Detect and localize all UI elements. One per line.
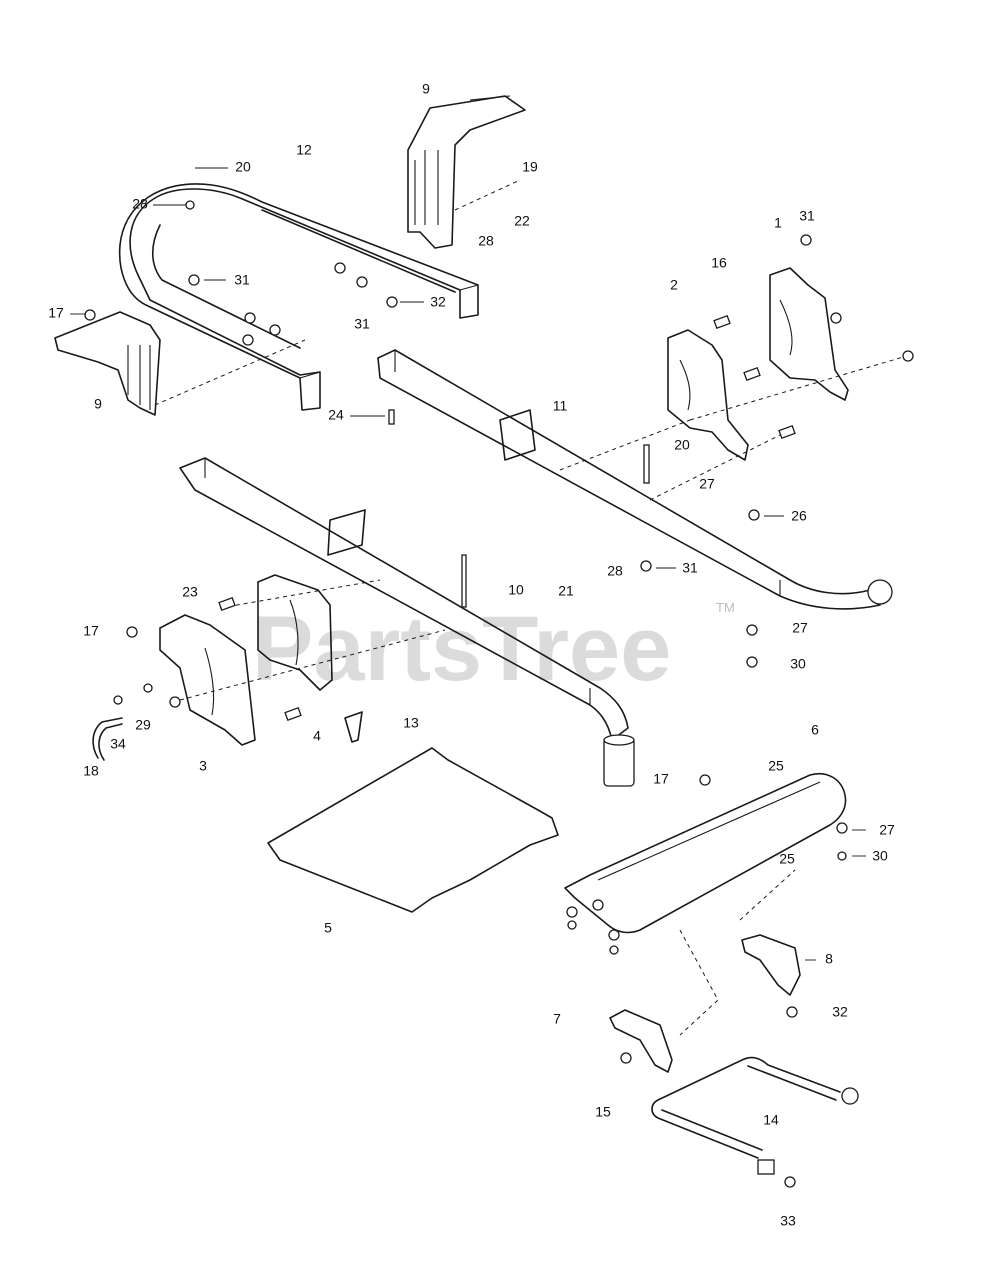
callout-12: 12 [296,142,312,158]
callout-24: 24 [328,407,344,423]
callout-32: 32 [832,1004,848,1020]
callout-27: 27 [879,822,895,838]
callouts: 9 12 20 19 28 22 28 1 31 16 2 31 32 17 3… [48,81,895,1229]
callout-8: 8 [825,951,833,967]
watermark-tm: TM [716,600,735,615]
callout-25: 25 [768,758,784,774]
callout-25: 25 [779,851,795,867]
callout-17: 17 [48,305,64,321]
assembly-lines [154,179,911,1036]
callout-14: 14 [763,1112,779,1128]
callout-2: 2 [670,277,678,293]
callout-20: 20 [674,437,690,453]
part-5-floor-pan [267,747,559,913]
callout-31: 31 [682,560,698,576]
callout-31: 31 [799,208,815,224]
callout-18: 18 [83,763,99,779]
callout-17: 17 [653,771,669,787]
part-7-bracket [609,1009,673,1073]
callout-13: 13 [403,715,419,731]
part-9-upper-bracket [407,95,526,249]
part-10-lower-tube [179,457,635,787]
callout-9: 9 [422,81,430,97]
hardware [84,200,914,1188]
callout-29: 29 [135,717,151,733]
callout-28: 28 [607,563,623,579]
part-4-left-plate [257,574,333,691]
part-11-main-tube [377,349,893,610]
callout-34: 34 [110,736,126,752]
callout-21: 21 [558,583,574,599]
callout-5: 5 [324,920,332,936]
callout-31: 31 [234,272,250,288]
callout-20: 20 [235,159,251,175]
callout-9: 9 [94,396,102,412]
callout-28: 28 [132,196,148,212]
callout-6: 6 [811,722,819,738]
part-1-right-plate [769,267,849,401]
callout-32: 32 [430,294,446,310]
part-9-lower-bracket [54,311,161,416]
callout-10: 10 [508,582,524,598]
part-2-right-plate [667,329,749,461]
leader-lines [70,167,866,961]
part-18-latch-rod [92,717,123,761]
callout-28: 28 [478,233,494,249]
callout-23: 23 [182,584,198,600]
part-12-loop-frame [118,183,479,411]
callout-3: 3 [199,758,207,774]
callout-1: 1 [774,215,782,231]
callout-27: 27 [792,620,808,636]
callout-11: 11 [553,398,568,414]
callout-16: 16 [711,255,727,271]
callout-19: 19 [522,159,538,175]
callout-30: 30 [790,656,806,672]
callout-22: 22 [514,213,530,229]
callout-15: 15 [595,1104,611,1120]
callout-17: 17 [83,623,99,639]
part-6-side-rail [564,773,847,934]
watermark: PartsTree TM [252,598,735,700]
part-8-bracket [741,934,801,996]
callout-33: 33 [780,1213,796,1229]
callout-27: 27 [699,476,715,492]
callout-4: 4 [313,728,321,744]
part-3-left-plate [159,614,256,746]
callout-31: 31 [354,316,370,332]
part-15-rod [651,1056,859,1175]
callout-30: 30 [872,848,888,864]
part-13-pin [344,711,363,743]
callout-26: 26 [791,508,807,524]
watermark-text: PartsTree [252,598,671,700]
callout-7: 7 [553,1011,561,1027]
